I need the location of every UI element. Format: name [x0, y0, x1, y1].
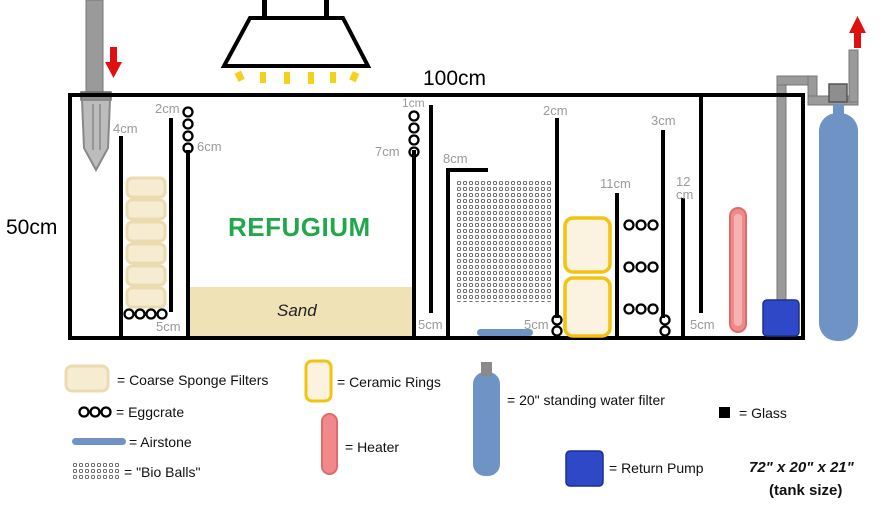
tank-glass [68, 93, 805, 340]
measure-5cm-c: 5cm [524, 317, 549, 332]
legend-eggcrate-label: = Eggcrate [116, 404, 185, 420]
legend-pump-label: = Return Pump [609, 460, 704, 476]
ceramic-rings [563, 216, 612, 338]
measure-2cm-b: 2cm [543, 103, 568, 118]
length-label: 100cm [423, 67, 487, 90]
legend-airstone-label: = Airstone [129, 434, 192, 450]
height-label: 50cm [6, 216, 58, 239]
refugium-label: REFUGIUM [228, 212, 371, 242]
measure-12-unit: cm [676, 187, 694, 202]
return-pump [762, 299, 800, 337]
drain-arrow-down-icon [105, 47, 122, 78]
heater-glass [734, 214, 742, 326]
measure-3cm: 3cm [651, 113, 676, 128]
legend-filter-label: = 20" standing water filter [507, 392, 665, 408]
light-hood-icon [220, 0, 372, 84]
legend-glass-swatch [719, 407, 730, 418]
measure-4cm: 4cm [113, 121, 138, 136]
legend-ceramic-swatch [304, 359, 333, 403]
measure-1cm: 1cm [402, 96, 425, 110]
return-arrow-up-icon [849, 16, 866, 48]
measure-12: 12 [676, 174, 691, 189]
eggcrate-pieces [123, 106, 671, 337]
standing-water-filter [819, 104, 858, 341]
measure-11cm: 11cm [600, 176, 631, 191]
sand-bed [190, 287, 412, 336]
measure-6cm: 6cm [197, 139, 222, 154]
measure-5cm-d: 5cm [690, 317, 715, 332]
legend-airstone-swatch [72, 438, 126, 445]
sand-label: Sand [277, 301, 317, 320]
legend-sponge-swatch [64, 364, 110, 393]
bio-balls [456, 180, 552, 302]
measure-5cm-b: 5cm [418, 317, 443, 332]
legend-glass-label: = Glass [739, 405, 787, 421]
legend-sponge-label: = Coarse Sponge Filters [117, 372, 269, 388]
measure-2cm-a: 2cm [155, 101, 180, 116]
legend-pump-swatch [565, 450, 604, 487]
legend-bioballs-swatch [72, 462, 120, 480]
airstone [477, 329, 533, 336]
measure-8cm: 8cm [443, 151, 468, 166]
legend-eggcrate-swatch [78, 406, 112, 418]
baffles [119, 97, 703, 338]
measure-7cm: 7cm [375, 144, 400, 159]
legend-bioballs-label: = "Bio Balls" [124, 464, 201, 480]
measure-5cm-a: 5cm [156, 319, 181, 334]
legend-filter-swatch [473, 362, 500, 476]
drain-pipe [80, 0, 112, 173]
legend-heater-label: = Heater [345, 439, 400, 455]
tank-size-dims: 72" x 20" x 21" [749, 459, 854, 476]
legend-heater-swatch [321, 413, 338, 475]
tank-size-caption: (tank size) [769, 482, 843, 499]
coarse-sponge-stack [125, 176, 167, 309]
legend-ceramic-label: = Ceramic Rings [337, 374, 441, 390]
